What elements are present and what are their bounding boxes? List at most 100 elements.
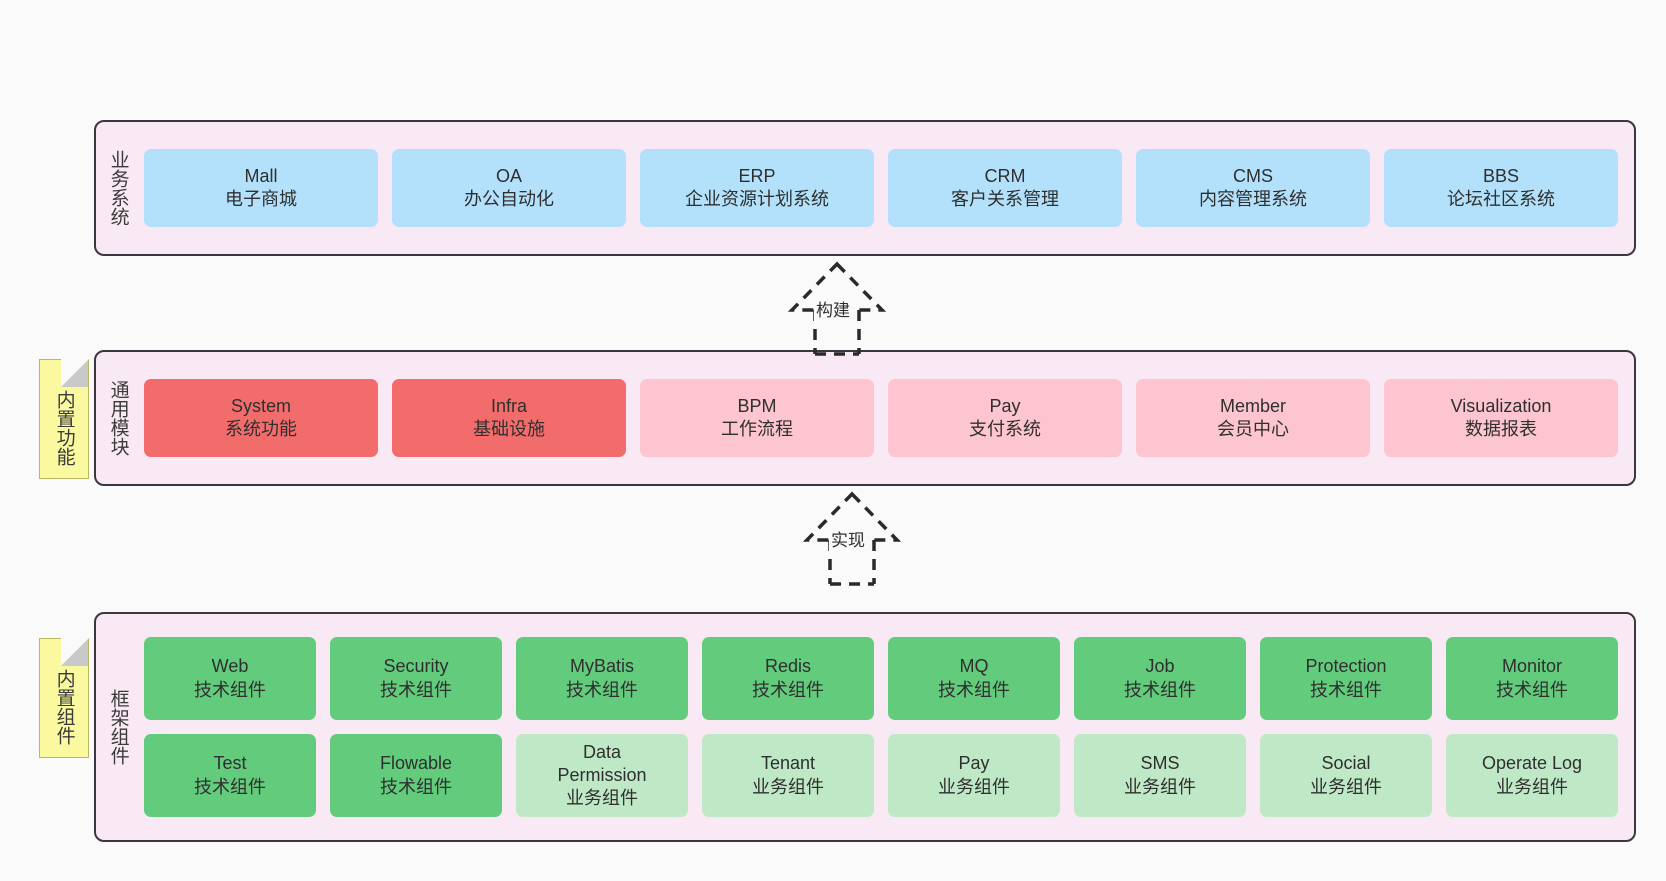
node-subtitle: 技术组件	[194, 776, 266, 797]
node-subtitle: 技术组件	[1496, 679, 1568, 700]
layer-framework-components: 框架组件 Web 技术组件 Security 技术组件 MyBatis 技术组件…	[94, 612, 1636, 842]
node-subtitle: 客户关系管理	[951, 189, 1059, 209]
node-subtitle: 电子商城	[225, 189, 297, 209]
node-data-permission[interactable]: Data Permission 业务组件	[516, 734, 688, 817]
node-web[interactable]: Web 技术组件	[144, 637, 316, 720]
node-subtitle: 技术组件	[752, 679, 824, 700]
node-visualization[interactable]: Visualization 数据报表	[1384, 379, 1618, 457]
node-crm[interactable]: CRM 客户关系管理	[888, 149, 1122, 227]
node-subtitle: 系统功能	[225, 419, 297, 439]
node-title: BBS	[1482, 165, 1520, 186]
node-title: Protection	[1305, 656, 1387, 677]
node-title: SMS	[1140, 753, 1180, 774]
connector-build-label: 构建	[814, 296, 852, 321]
layer-title-common-modules: 通用模块	[107, 380, 129, 456]
connector-implement-label: 实现	[829, 526, 867, 551]
node-title: MQ	[959, 656, 989, 677]
layer-row: Web 技术组件 Security 技术组件 MyBatis 技术组件 Redi…	[144, 637, 1618, 720]
node-title: Pay	[989, 395, 1021, 416]
node-subtitle: 技术组件	[380, 776, 452, 797]
node-title: Infra	[490, 395, 528, 416]
node-title: CRM	[984, 165, 1026, 186]
node-job[interactable]: Job 技术组件	[1074, 637, 1246, 720]
node-subtitle: 业务组件	[752, 776, 824, 797]
node-title: Tenant	[760, 753, 816, 774]
node-title: Monitor	[1501, 656, 1563, 677]
node-subtitle: 业务组件	[938, 776, 1010, 797]
node-title: Pay	[958, 753, 990, 774]
node-security[interactable]: Security 技术组件	[330, 637, 502, 720]
node-subtitle: 技术组件	[566, 679, 638, 700]
node-subtitle: 数据报表	[1465, 419, 1537, 439]
node-title: Visualization	[1450, 395, 1552, 416]
node-title: Operate Log	[1481, 753, 1583, 774]
layer-body-business-systems: Mall 电子商城 OA 办公自动化 ERP 企业资源计划系统 CRM 客户关系…	[140, 122, 1634, 254]
node-title: Flowable	[379, 753, 453, 774]
note-label: 内置组件	[53, 669, 75, 745]
layer-common-modules: 通用模块 System 系统功能 Infra 基础设施 BPM 工作流程 Pay…	[94, 350, 1636, 486]
layer-title-business-systems: 业务系统	[107, 150, 129, 226]
node-infra[interactable]: Infra 基础设施	[392, 379, 626, 457]
note-builtin-components: 内置组件	[39, 638, 89, 758]
node-oa[interactable]: OA 办公自动化	[392, 149, 626, 227]
node-mybatis[interactable]: MyBatis 技术组件	[516, 637, 688, 720]
node-social[interactable]: Social 业务组件	[1260, 734, 1432, 817]
node-title: OA	[495, 165, 522, 186]
layer-row: System 系统功能 Infra 基础设施 BPM 工作流程 Pay 支付系统…	[144, 379, 1618, 457]
node-title: CMS	[1233, 165, 1273, 186]
node-subtitle: 支付系统	[969, 419, 1041, 439]
layer-business-systems: 业务系统 Mall 电子商城 OA 办公自动化 ERP 企业资源计划系统 CRM…	[94, 120, 1636, 256]
node-cms[interactable]: CMS 内容管理系统	[1136, 149, 1370, 227]
node-sms[interactable]: SMS 业务组件	[1074, 734, 1246, 817]
node-subtitle: 内容管理系统	[1199, 189, 1307, 209]
node-subtitle: 技术组件	[194, 679, 266, 700]
node-title: Job	[1145, 656, 1175, 677]
connector-implement: 实现	[802, 491, 925, 586]
node-title: Security	[383, 656, 449, 677]
node-bbs[interactable]: BBS 论坛社区系统	[1384, 149, 1618, 227]
node-title: Member	[1219, 395, 1286, 416]
node-subtitle: 企业资源计划系统	[685, 189, 829, 209]
node-title: Data Permission	[557, 741, 647, 785]
layer-title-framework-components: 框架组件	[107, 689, 129, 765]
node-title: Social	[1321, 753, 1371, 774]
node-redis[interactable]: Redis 技术组件	[702, 637, 874, 720]
layer-row: Mall 电子商城 OA 办公自动化 ERP 企业资源计划系统 CRM 客户关系…	[144, 149, 1618, 227]
note-label: 内置功能	[53, 390, 75, 466]
node-subtitle: 会员中心	[1217, 419, 1289, 439]
node-operate-log[interactable]: Operate Log 业务组件	[1446, 734, 1618, 817]
node-title: BPM	[737, 395, 777, 416]
node-protection[interactable]: Protection 技术组件	[1260, 637, 1432, 720]
node-pay-component[interactable]: Pay 业务组件	[888, 734, 1060, 817]
node-test[interactable]: Test 技术组件	[144, 734, 316, 817]
layer-body-common-modules: System 系统功能 Infra 基础设施 BPM 工作流程 Pay 支付系统…	[140, 352, 1634, 484]
node-subtitle: 业务组件	[1310, 776, 1382, 797]
node-subtitle: 论坛社区系统	[1447, 189, 1555, 209]
node-pay-module[interactable]: Pay 支付系统	[888, 379, 1122, 457]
node-subtitle: 技术组件	[1310, 679, 1382, 700]
node-subtitle: 办公自动化	[464, 189, 554, 209]
node-title: MyBatis	[569, 656, 634, 677]
node-subtitle: 基础设施	[473, 419, 545, 439]
node-subtitle: 技术组件	[938, 679, 1010, 700]
node-mall[interactable]: Mall 电子商城	[144, 149, 378, 227]
node-title: Redis	[764, 656, 812, 677]
node-system[interactable]: System 系统功能	[144, 379, 378, 457]
node-member[interactable]: Member 会员中心	[1136, 379, 1370, 457]
node-tenant[interactable]: Tenant 业务组件	[702, 734, 874, 817]
layer-row: Test 技术组件 Flowable 技术组件 Data Permission …	[144, 734, 1618, 817]
node-mq[interactable]: MQ 技术组件	[888, 637, 1060, 720]
node-subtitle: 业务组件	[1496, 776, 1568, 797]
node-title: Test	[213, 753, 247, 774]
node-erp[interactable]: ERP 企业资源计划系统	[640, 149, 874, 227]
node-flowable[interactable]: Flowable 技术组件	[330, 734, 502, 817]
node-title: Mall	[244, 165, 278, 186]
node-monitor[interactable]: Monitor 技术组件	[1446, 637, 1618, 720]
node-subtitle: 技术组件	[1124, 679, 1196, 700]
node-subtitle: 业务组件	[566, 788, 638, 809]
node-title: ERP	[738, 165, 776, 186]
node-subtitle: 业务组件	[1124, 776, 1196, 797]
node-bpm[interactable]: BPM 工作流程	[640, 379, 874, 457]
layer-body-framework-components: Web 技术组件 Security 技术组件 MyBatis 技术组件 Redi…	[140, 614, 1634, 840]
